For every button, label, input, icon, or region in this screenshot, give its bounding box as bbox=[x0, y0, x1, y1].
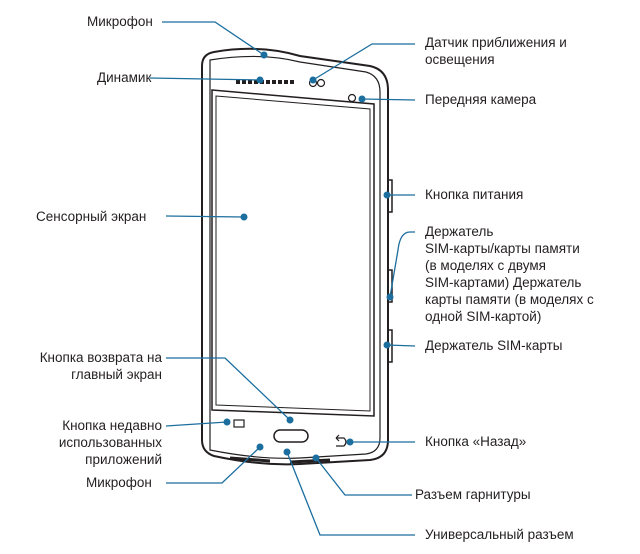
home-button-shape bbox=[273, 429, 309, 443]
label-power-button: Кнопка питания bbox=[425, 187, 524, 202]
label-line: SIM-карты/карты памяти bbox=[425, 241, 580, 256]
label-headset-jack: Разъем гарнитуры bbox=[415, 487, 531, 502]
label-card-holder: Держатель SIM-карты/карты памяти (в моде… bbox=[425, 223, 594, 325]
label-line: использованных bbox=[58, 435, 162, 450]
label-line: Кнопка недавно bbox=[62, 418, 162, 433]
label-line: Кнопка возврата на bbox=[39, 350, 162, 365]
label-sensor: Датчик приближения и освещения bbox=[425, 34, 567, 68]
label-speaker: Динамик bbox=[97, 70, 152, 85]
label-line: (в моделях с двумя bbox=[425, 258, 546, 273]
callout-dots bbox=[223, 51, 394, 462]
label-line: одной SIM-картой) bbox=[425, 309, 542, 324]
label-line: освещения bbox=[425, 52, 495, 67]
label-home-button: Кнопка возврата на главный экран bbox=[40, 349, 162, 383]
label-touchscreen: Сенсорный экран bbox=[36, 209, 147, 224]
phone-outline bbox=[201, 47, 393, 466]
label-mic-top: Микрофон bbox=[87, 14, 153, 29]
label-mic-bottom: Микрофон bbox=[86, 475, 152, 490]
label-line: SIM-картами) Держатель bbox=[425, 275, 582, 290]
label-line: карты памяти (в моделях с bbox=[425, 292, 594, 307]
back-icon bbox=[335, 434, 347, 447]
recent-apps-shape bbox=[233, 419, 245, 428]
label-line: Датчик приближения и bbox=[425, 35, 567, 50]
leader-lines bbox=[149, 21, 416, 536]
label-line: приложений bbox=[85, 452, 162, 467]
label-recent-apps: Кнопка недавно использованных приложений bbox=[59, 417, 162, 468]
label-sim-holder: Держатель SIM-карты bbox=[425, 338, 563, 353]
label-usb-port: Универсальный разъем bbox=[425, 527, 574, 542]
label-front-camera: Передняя камера bbox=[425, 92, 537, 107]
label-line: главный экран bbox=[71, 367, 162, 382]
front-camera-shape bbox=[347, 93, 357, 103]
label-back-button: Кнопка «Назад» bbox=[425, 434, 527, 449]
label-line: Держатель bbox=[425, 224, 494, 239]
power-key-shape bbox=[388, 179, 393, 213]
